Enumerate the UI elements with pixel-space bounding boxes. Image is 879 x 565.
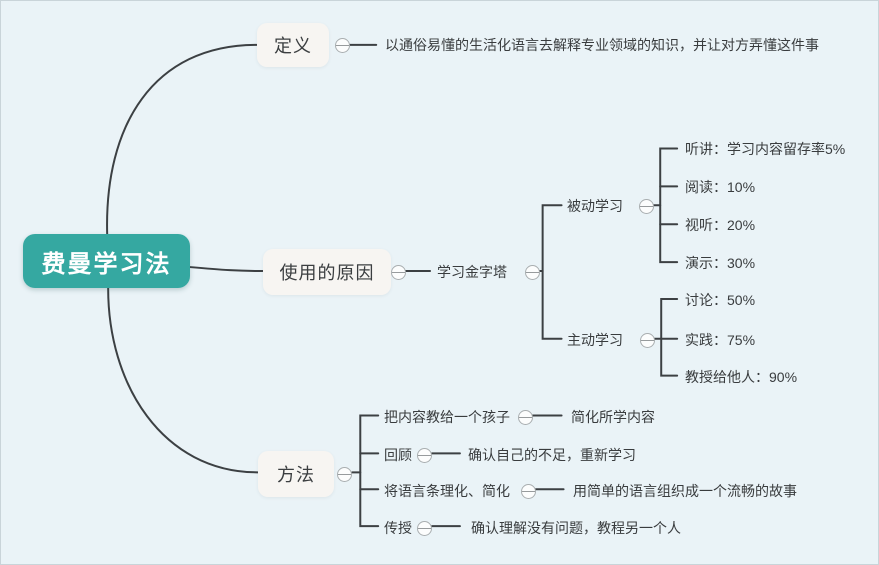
- leaf-teach-others[interactable]: 教授给他人：90%: [685, 369, 798, 385]
- leaf-demonstration[interactable]: 演示：30%: [685, 255, 756, 271]
- pyramid-node[interactable]: 学习金字塔: [437, 264, 507, 280]
- step-teach-child[interactable]: 把内容教给一个孩子: [384, 409, 510, 425]
- collapse-toggle-icon[interactable]: [337, 467, 352, 482]
- definition-note[interactable]: 以通俗易懂的生活化语言去解释专业领域的知识，并让对方弄懂这件事: [385, 37, 819, 53]
- step-impart-note[interactable]: 确认理解没有问题，教程另一个人: [471, 520, 681, 536]
- step-review-note[interactable]: 确认自己的不足，重新学习: [468, 447, 636, 463]
- collapse-toggle-icon[interactable]: [417, 448, 432, 463]
- collapse-toggle-icon[interactable]: [521, 484, 536, 499]
- branch-node-method[interactable]: 方法: [258, 451, 334, 497]
- step-organize[interactable]: 将语言条理化、简化: [384, 483, 510, 499]
- step-teach-child-note[interactable]: 简化所学内容: [571, 409, 655, 425]
- leaf-audiovisual[interactable]: 视听：20%: [685, 217, 756, 233]
- leaf-practice[interactable]: 实践：75%: [685, 332, 756, 348]
- step-organize-note[interactable]: 用简单的语言组织成一个流畅的故事: [573, 483, 797, 499]
- branch-node-definition[interactable]: 定义: [257, 23, 329, 67]
- group-active-learning[interactable]: 主动学习: [567, 332, 623, 348]
- root-node[interactable]: 费曼学习法: [23, 234, 190, 288]
- collapse-toggle-icon[interactable]: [518, 410, 533, 425]
- collapse-toggle-icon[interactable]: [335, 38, 350, 53]
- leaf-reading[interactable]: 阅读：10%: [685, 179, 756, 195]
- step-review[interactable]: 回顾: [384, 447, 412, 463]
- collapse-toggle-icon[interactable]: [525, 265, 540, 280]
- collapse-toggle-icon[interactable]: [391, 265, 406, 280]
- branch-node-reason[interactable]: 使用的原因: [263, 249, 391, 295]
- group-passive-learning[interactable]: 被动学习: [567, 198, 623, 214]
- collapse-toggle-icon[interactable]: [639, 199, 654, 214]
- step-impart[interactable]: 传授: [384, 520, 412, 536]
- leaf-discussion[interactable]: 讨论：50%: [685, 292, 756, 308]
- leaf-listening[interactable]: 听讲：学习内容留存率5%: [685, 141, 846, 157]
- collapse-toggle-icon[interactable]: [417, 521, 432, 536]
- collapse-toggle-icon[interactable]: [640, 333, 655, 348]
